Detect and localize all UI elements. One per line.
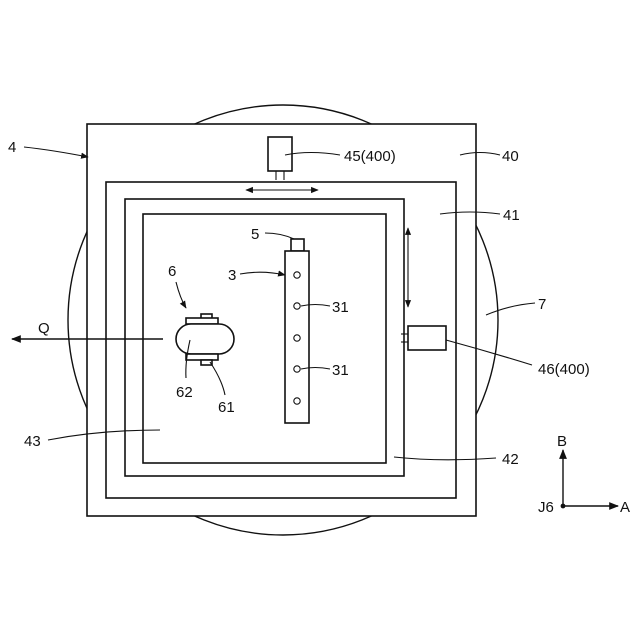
axis-origin-label: J6 xyxy=(538,499,554,516)
label-43: 43 xyxy=(24,433,41,450)
label-31-upper: 31 xyxy=(332,299,349,316)
holder-hole xyxy=(294,272,300,278)
label-61: 61 xyxy=(218,399,235,416)
label-4: 4 xyxy=(8,139,16,156)
holder-hole xyxy=(294,398,300,404)
axis-b-label: B xyxy=(557,433,567,450)
label-40: 40 xyxy=(502,148,519,165)
label-3: 3 xyxy=(228,267,236,284)
label-q: Q xyxy=(38,320,50,337)
holder-hole xyxy=(294,303,300,309)
sensor-5 xyxy=(291,239,304,251)
holder-hole xyxy=(294,335,300,341)
leader-4 xyxy=(24,147,88,157)
label-46: 46(400) xyxy=(538,361,590,378)
holder-hole xyxy=(294,366,300,372)
label-7: 7 xyxy=(538,296,546,313)
clamp-61-bottom xyxy=(186,354,218,360)
label-6: 6 xyxy=(168,263,176,280)
label-62: 62 xyxy=(176,384,193,401)
leader-7 xyxy=(486,303,535,315)
motor-46 xyxy=(408,326,446,350)
clamp-61-top xyxy=(186,318,218,324)
axis-a-label: A xyxy=(620,499,630,516)
label-5: 5 xyxy=(251,226,259,243)
lens-62 xyxy=(176,324,234,354)
label-42: 42 xyxy=(502,451,519,468)
label-41: 41 xyxy=(503,207,520,224)
label-45: 45(400) xyxy=(344,148,396,165)
label-31-lower: 31 xyxy=(332,362,349,379)
axis-origin-j6 xyxy=(561,504,566,509)
